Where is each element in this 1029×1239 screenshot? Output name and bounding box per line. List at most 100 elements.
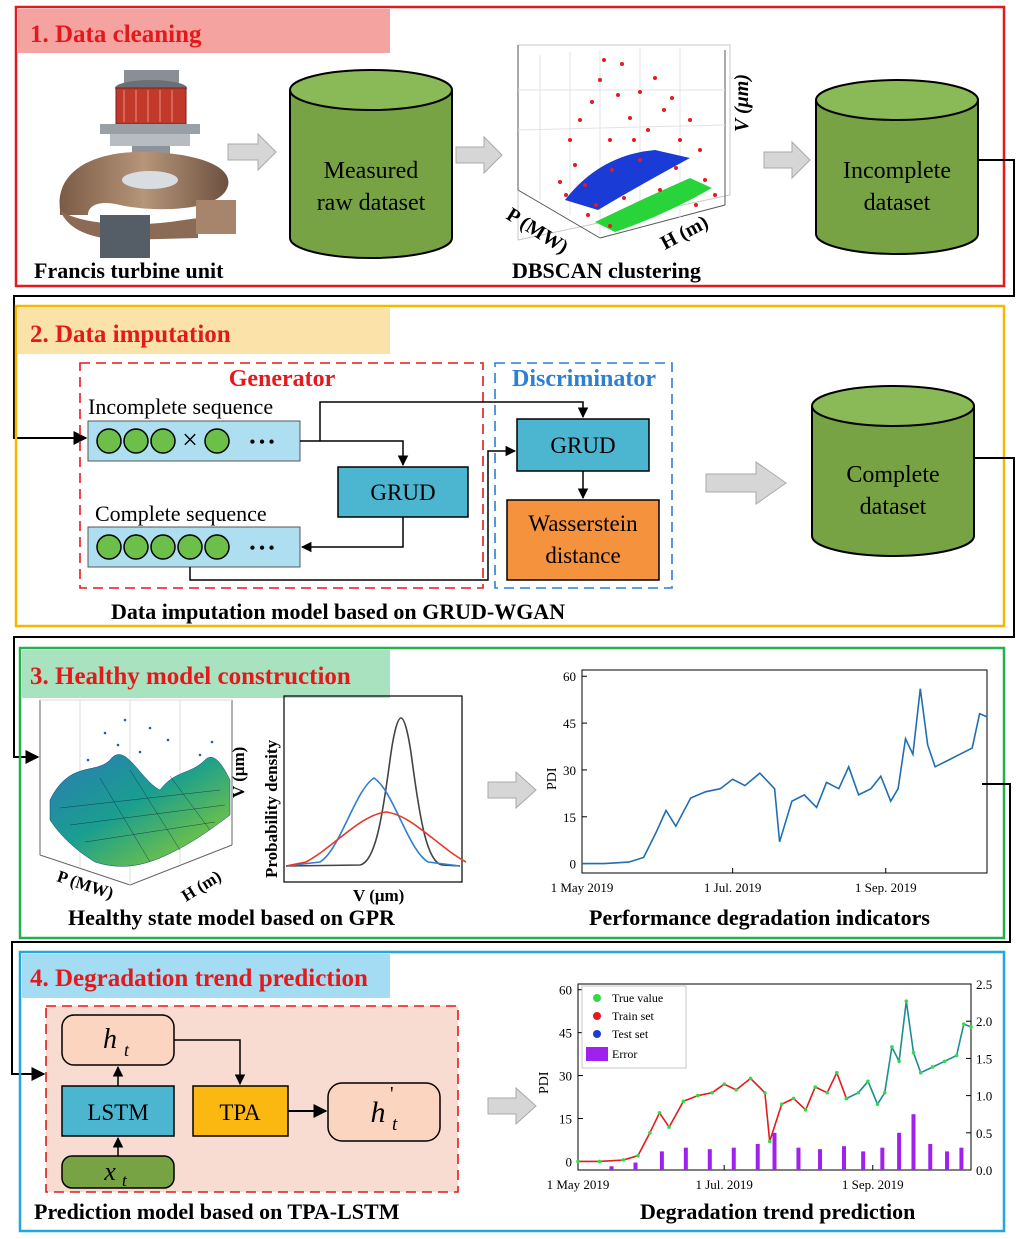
density-curve-red bbox=[285, 811, 467, 867]
y-tick-label: 30 bbox=[559, 1069, 572, 1084]
y-tick-label: 15 bbox=[563, 810, 576, 825]
true-value-point bbox=[763, 1090, 767, 1095]
grud-generator-label: GRUD bbox=[370, 480, 435, 505]
true-value-point bbox=[904, 999, 909, 1003]
hidden-state-box bbox=[61, 1014, 175, 1066]
wasserstein-label-line2: distance bbox=[545, 543, 620, 568]
output-state-sub: t bbox=[392, 1114, 398, 1135]
complete-sequence-cells bbox=[96, 534, 230, 560]
dbscan-axis-v: V (μm) bbox=[731, 74, 753, 132]
true-value-point bbox=[882, 1090, 887, 1095]
flow-arrow-6 bbox=[487, 1086, 537, 1126]
true-value-point bbox=[576, 1159, 580, 1164]
complete-sequence-label: Complete sequence bbox=[95, 501, 267, 526]
complete-dataset-label-line1: Complete bbox=[846, 462, 939, 488]
trend-series bbox=[576, 999, 973, 1170]
section2-title: 2. Data imputation bbox=[30, 321, 231, 348]
true-value-point bbox=[856, 1090, 861, 1095]
section1-frame bbox=[14, 5, 1006, 288]
complete-dataset-cylinder: Complete dataset bbox=[811, 385, 975, 557]
true-value-point bbox=[722, 1082, 726, 1086]
legend-error: Error bbox=[612, 1047, 637, 1061]
true-value-point bbox=[844, 1096, 849, 1101]
section1-title-banner bbox=[18, 9, 390, 53]
true-value-point bbox=[734, 1088, 738, 1092]
arrow-seq-to-discriminator bbox=[319, 401, 589, 441]
pdi-series bbox=[582, 688, 988, 865]
section3-frame bbox=[18, 646, 1006, 940]
y-tick-label: 0 bbox=[570, 857, 577, 872]
complete-dataset-label-line2: dataset bbox=[860, 494, 927, 520]
true-value-point bbox=[791, 1096, 796, 1101]
true-value-point bbox=[930, 1065, 935, 1069]
connector-section1-to-2 bbox=[13, 159, 1015, 445]
pdi-caption: Performance degradation indicators bbox=[589, 905, 930, 930]
true-value-point bbox=[813, 1085, 818, 1089]
true-value-point bbox=[911, 1050, 916, 1055]
true-value-point bbox=[942, 1059, 947, 1064]
gpr-caption: Healthy state model based on GPR bbox=[68, 905, 396, 930]
raw-dataset-label-line2: raw dataset bbox=[317, 190, 426, 216]
flow-arrow-4 bbox=[705, 461, 787, 505]
surface-axis-h: H (m) bbox=[178, 867, 225, 906]
error-bar bbox=[928, 1143, 933, 1170]
error-bar bbox=[683, 1147, 688, 1170]
y2-tick-label: 0.0 bbox=[976, 1163, 992, 1178]
legend-marker-train bbox=[593, 1012, 601, 1020]
y-tick-label: 15 bbox=[559, 1111, 572, 1126]
true-value-point bbox=[954, 1053, 959, 1058]
true-value-point bbox=[866, 1079, 870, 1084]
grud-discriminator-label: GRUD bbox=[550, 433, 615, 458]
output-state-box bbox=[327, 1082, 441, 1142]
true-value-point bbox=[897, 1059, 901, 1064]
x-tick-label: 1 Sep. 2019 bbox=[842, 1177, 904, 1192]
true-value-point bbox=[890, 1045, 894, 1049]
legend-train-set: Train set bbox=[612, 1009, 655, 1023]
error-bar bbox=[841, 1146, 846, 1170]
x-tick-label: 1 May 2019 bbox=[547, 1177, 610, 1192]
density-curve-black bbox=[285, 717, 461, 867]
y-tick-label: 30 bbox=[563, 763, 576, 778]
wasserstein-label-line1: Wasserstein bbox=[528, 511, 638, 536]
arrow-grud-to-complete bbox=[300, 517, 404, 553]
turbine-caption: Francis turbine unit bbox=[34, 258, 224, 283]
generator-box bbox=[79, 362, 484, 589]
error-bar bbox=[880, 1147, 885, 1170]
true-value-point bbox=[648, 1131, 652, 1135]
incomplete-sequence-ellipsis: • • • bbox=[250, 434, 275, 451]
error-bar bbox=[945, 1151, 950, 1170]
grud-wgan-caption: Data imputation model based on GRUD-WGAN bbox=[111, 599, 565, 624]
incomplete-sequence-cells bbox=[96, 428, 230, 454]
arrow-hidden-to-tpa bbox=[174, 1039, 246, 1086]
y-tick-label: 45 bbox=[563, 716, 576, 731]
true-value-point bbox=[779, 1102, 784, 1106]
dbscan-3d-plot: V (μm) P (MW) H (m) bbox=[502, 44, 753, 258]
input-state-label: x bbox=[103, 1157, 116, 1186]
true-value-point bbox=[767, 1139, 772, 1144]
legend-test-set: Test set bbox=[612, 1027, 649, 1041]
true-value-point bbox=[803, 1108, 808, 1112]
raw-dataset-cylinder: Measured raw dataset bbox=[289, 69, 453, 259]
error-bar bbox=[609, 1166, 614, 1170]
lstm-label: LSTM bbox=[87, 1100, 148, 1125]
incomplete-dataset-label-line1: Incomplete bbox=[843, 158, 951, 184]
incomplete-dataset-cylinder: Incomplete dataset bbox=[815, 79, 979, 255]
error-bar bbox=[818, 1149, 823, 1170]
section-healthy-model: 3. Healthy model construction V (μm) P (… bbox=[18, 646, 1006, 940]
incomplete-dataset-label-line2: dataset bbox=[864, 190, 931, 216]
y2-tick-label: 2.0 bbox=[976, 1014, 992, 1029]
generator-label: Generator bbox=[229, 366, 336, 392]
true-value-point bbox=[918, 1070, 923, 1075]
section-data-cleaning: 1. Data cleaning Francis turbine unit bbox=[14, 5, 1006, 288]
trend-legend: True value Train set Test set Error bbox=[581, 985, 687, 1069]
error-bar bbox=[911, 1114, 916, 1170]
series-line-train-set bbox=[578, 1070, 848, 1163]
input-state-box bbox=[61, 1155, 175, 1189]
error-bar bbox=[796, 1147, 801, 1170]
section1-title: 1. Data cleaning bbox=[30, 21, 202, 48]
true-value-point bbox=[962, 1022, 966, 1026]
error-bar bbox=[633, 1162, 638, 1170]
true-value-point bbox=[748, 1076, 753, 1081]
